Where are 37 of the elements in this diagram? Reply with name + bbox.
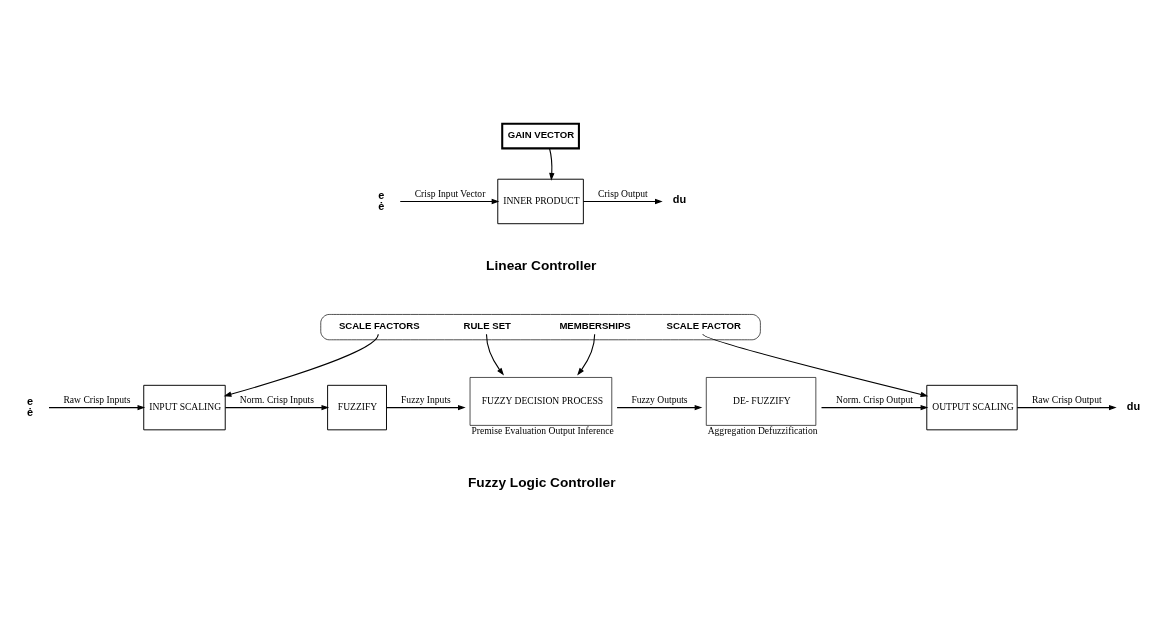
label: Linear Controller bbox=[486, 257, 597, 273]
edge-label: Crisp Output bbox=[597, 187, 648, 199]
arrow bbox=[582, 198, 663, 205]
arrow bbox=[48, 404, 146, 411]
arrow bbox=[577, 333, 596, 376]
edge-label: Norm. Crisp Output bbox=[836, 393, 913, 405]
node-text: du bbox=[1126, 399, 1141, 412]
arrow bbox=[549, 147, 555, 181]
arrow bbox=[223, 333, 379, 397]
node-label: Aggregation Defuzzification bbox=[707, 425, 818, 437]
node-text: du bbox=[672, 193, 687, 206]
arrow bbox=[820, 404, 929, 411]
node-box: INNER PRODUCT bbox=[497, 178, 584, 225]
node-box: FUZZIFY bbox=[327, 384, 387, 431]
node-box: SCALE FACTORS RULE SET MEMBERSHIPS SCALE FACTOR bbox=[320, 314, 761, 341]
arrow bbox=[485, 333, 504, 376]
node-box: DE- FUZZIFY bbox=[705, 377, 817, 426]
edge-label: Fuzzy Outputs bbox=[631, 393, 688, 405]
node-label: Premise Evaluation Output Inference bbox=[471, 425, 614, 437]
node-box: INPUT SCALING bbox=[143, 384, 226, 431]
node-text: e ė bbox=[378, 188, 385, 212]
edge-label: Fuzzy Inputs bbox=[401, 393, 451, 405]
label: Fuzzy Logic Controller bbox=[467, 474, 616, 490]
arrow bbox=[702, 333, 929, 397]
arrow bbox=[1016, 404, 1117, 411]
arrow bbox=[224, 404, 330, 411]
node-box: GAIN VECTOR bbox=[501, 122, 580, 150]
arrow bbox=[399, 198, 500, 205]
node-box: OUTPUT SCALING bbox=[926, 384, 1018, 431]
node-box: FUZZY DECISION PROCESS bbox=[469, 377, 613, 426]
edge-label: Raw Crisp Output bbox=[1031, 393, 1102, 405]
arrow bbox=[386, 404, 466, 411]
arrow bbox=[616, 404, 703, 411]
node-text: e ė bbox=[26, 394, 34, 418]
edge-label: Raw Crisp Inputs bbox=[63, 393, 131, 405]
edge-label: Norm. Crisp Inputs bbox=[239, 393, 315, 405]
edge-label: Crisp Input Vector bbox=[414, 187, 486, 199]
